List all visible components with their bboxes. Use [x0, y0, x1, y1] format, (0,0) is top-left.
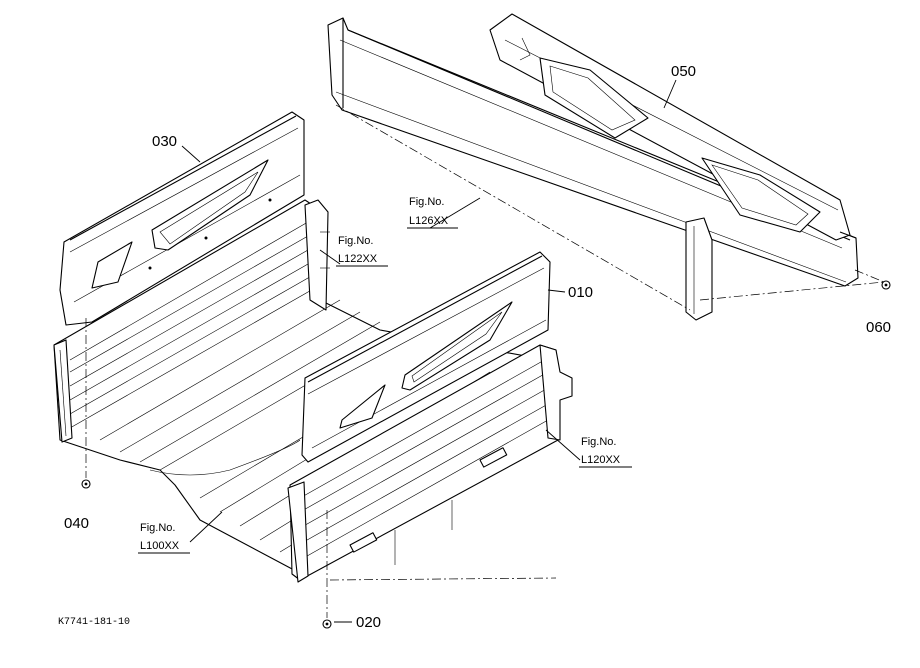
tailgate-structure	[287, 344, 573, 583]
label-060: 060	[866, 319, 891, 336]
fig-ref-l122[interactable]: Fig.No. L122XX	[336, 235, 388, 267]
part-030-front-panel	[59, 111, 305, 326]
label-050: 050	[671, 63, 696, 80]
fig-ref-l126[interactable]: Fig.No. L126XX	[407, 196, 458, 229]
part-040-bolt	[81, 479, 91, 489]
part-060-bolt	[881, 280, 891, 290]
svg-text:Fig.No.: Fig.No.	[409, 196, 444, 208]
drawing-code: K7741-181-10	[58, 617, 130, 628]
part-010-side-panel	[301, 251, 551, 463]
svg-text:L122XX: L122XX	[338, 253, 378, 265]
label-040: 040	[64, 515, 89, 532]
svg-text:L126XX: L126XX	[409, 215, 449, 227]
svg-text:L120XX: L120XX	[581, 454, 621, 466]
part-020-bolt	[322, 619, 332, 629]
assembly-guide-lines	[85, 104, 885, 618]
fig-ref-l100[interactable]: Fig.No. L100XX	[138, 522, 190, 554]
part-050-rear-panel	[327, 13, 859, 321]
label-010: 010	[568, 284, 593, 301]
svg-text:Fig.No.: Fig.No.	[338, 235, 373, 247]
svg-text:Fig.No.: Fig.No.	[140, 522, 175, 534]
leader-lines	[181, 79, 677, 623]
label-020: 020	[356, 614, 381, 631]
label-030: 030	[152, 133, 177, 150]
svg-text:Fig.No.: Fig.No.	[581, 436, 616, 448]
fig-ref-l120[interactable]: Fig.No. L120XX	[579, 436, 632, 468]
svg-text:L100XX: L100XX	[140, 540, 180, 552]
